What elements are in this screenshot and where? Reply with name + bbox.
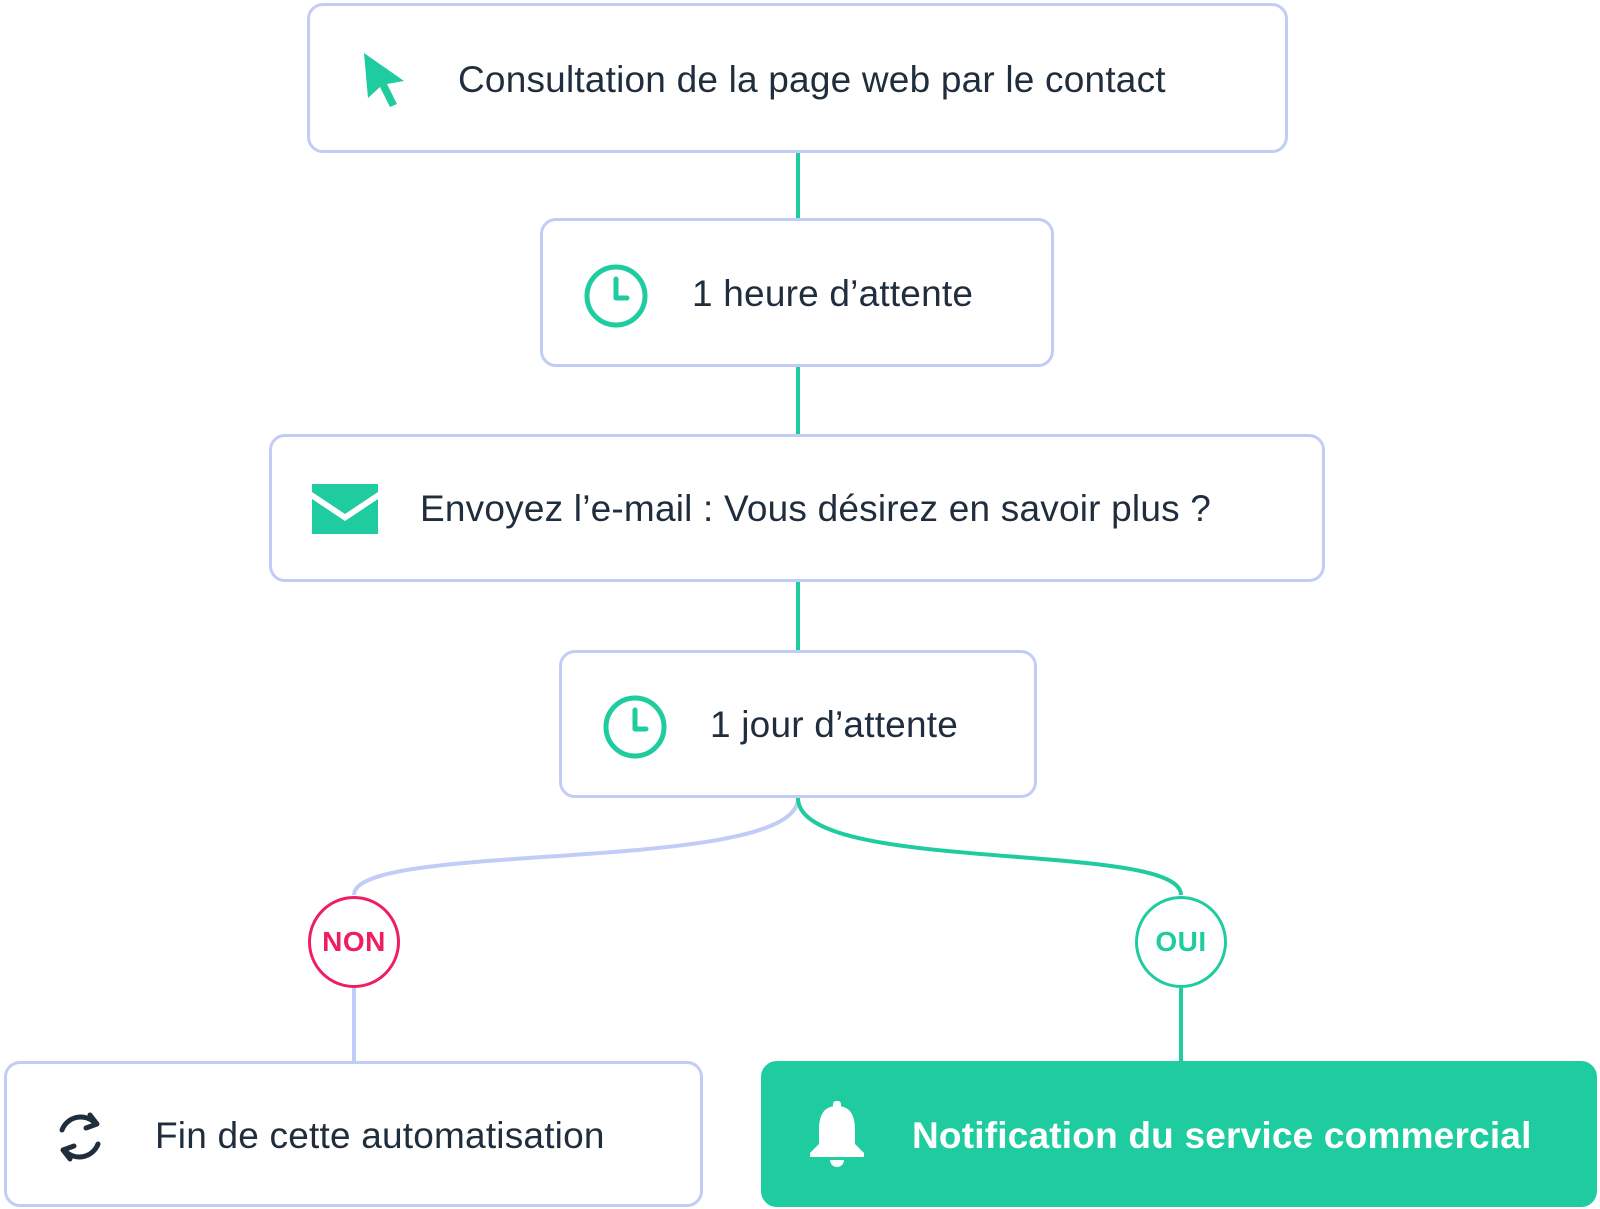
step-label: Envoyez l’e-mail : Vous désirez en savoi… [420, 488, 1212, 529]
clock-icon [602, 694, 668, 760]
step-wait-day[interactable]: 1 jour d’attente [559, 650, 1037, 798]
connector-branch-yes [796, 797, 1183, 896]
step-notify-sales[interactable]: Notification du service commercial [761, 1061, 1597, 1207]
branch-badge-no[interactable]: NON [308, 896, 400, 988]
step-label: Notification du service commercial [912, 1115, 1532, 1156]
step-page-visit[interactable]: Consultation de la page web par le conta… [307, 3, 1288, 153]
step-send-email[interactable]: Envoyez l’e-mail : Vous désirez en savoi… [269, 434, 1325, 582]
step-label: Consultation de la page web par le conta… [458, 59, 1166, 100]
refresh-icon [49, 1106, 111, 1168]
connector-branch-no [352, 797, 800, 896]
step-end-automation[interactable]: Fin de cette automatisation [4, 1061, 703, 1207]
clock-icon [583, 263, 649, 329]
step-label: 1 heure d’attente [692, 273, 974, 314]
bell-icon [806, 1100, 868, 1170]
branch-badge-yes[interactable]: OUI [1135, 896, 1227, 988]
cursor-icon [356, 50, 412, 110]
step-wait-hour[interactable]: 1 heure d’attente [540, 218, 1054, 367]
step-label: 1 jour d’attente [710, 704, 958, 745]
step-label: Fin de cette automatisation [155, 1115, 605, 1156]
envelope-icon [312, 483, 378, 535]
